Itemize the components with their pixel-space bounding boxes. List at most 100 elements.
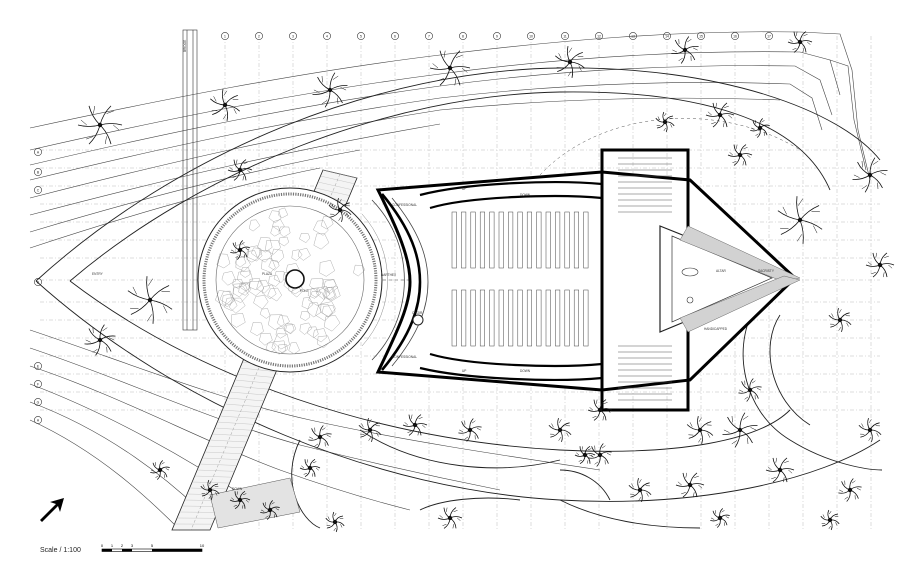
pew (545, 289, 551, 347)
tree-icon (308, 425, 332, 449)
label-entry: ENTRY (92, 272, 104, 276)
scale-tick-label: 2 (121, 543, 124, 548)
svg-text:F: F (37, 382, 39, 386)
grid-marker-top: 6 (391, 32, 399, 40)
tree-icon (777, 196, 823, 244)
pew (583, 289, 589, 347)
label-bridge: BRIDGE (183, 40, 187, 52)
pew (573, 211, 579, 269)
svg-text:B: B (37, 170, 40, 174)
pew (461, 289, 467, 347)
tree-icon (628, 477, 652, 503)
tree-icon (437, 507, 463, 529)
grid-marker-top: 2 (255, 32, 263, 40)
pew (526, 289, 532, 347)
pew (583, 211, 589, 269)
tree-icon (548, 417, 572, 443)
scale-tick-label: 3 (131, 543, 134, 548)
tree-icon (210, 89, 240, 121)
svg-text:H: H (37, 418, 40, 422)
grid-marker-top: 15 (697, 32, 705, 40)
pew (555, 211, 561, 269)
tree-icon (750, 118, 770, 138)
svg-text:E: E (37, 364, 40, 368)
tree-icon (820, 509, 840, 531)
scale-tick-label: 0 (101, 543, 104, 548)
label-altar: ALTAR (716, 269, 726, 273)
tree-icon (655, 111, 675, 133)
trees (77, 31, 895, 533)
label-confessional-top: CONFESSIONAL (392, 203, 417, 207)
pew (526, 211, 532, 269)
choir-column (412, 314, 424, 326)
svg-text:9: 9 (496, 34, 498, 38)
scale-tick-label: 10 (200, 543, 205, 548)
tree-icon (328, 197, 352, 223)
tree-icon (299, 458, 321, 478)
tree-icon (828, 307, 852, 333)
tree-icon (227, 159, 253, 181)
grid-marker-top: 3 (289, 32, 297, 40)
tree-icon (671, 36, 699, 64)
svg-text:16: 16 (733, 34, 737, 38)
label-narthex: NARTHEX (381, 273, 397, 277)
tree-icon (200, 479, 220, 501)
walkway-south-pad (209, 477, 301, 529)
tree-icon (77, 105, 123, 145)
tree-icon (260, 500, 280, 520)
svg-text:15: 15 (699, 34, 703, 38)
tree-icon (150, 460, 170, 480)
tree-icon (858, 417, 882, 443)
tree-icon (765, 457, 795, 483)
svg-text:1: 1 (224, 34, 226, 38)
pew (479, 289, 485, 347)
grid-marker-top: 14 (663, 32, 671, 40)
pew (536, 211, 542, 269)
tree-icon (587, 399, 613, 421)
grid-marker-left: F (34, 380, 42, 388)
label-choir: CHOIR (412, 311, 423, 315)
pew (489, 289, 495, 347)
svg-text:6: 6 (394, 34, 396, 38)
tree-icon (458, 418, 482, 442)
pew (470, 211, 476, 269)
topographic-contours (29, 31, 871, 531)
tree-icon (675, 472, 705, 498)
room-labels: PLAZA FONT NARTHEX ALTAR SACRISTY HANDIC… (92, 40, 775, 491)
pew (489, 211, 495, 269)
north-arrow-icon (40, 498, 64, 522)
grid-marker-top: 17 (765, 32, 773, 40)
tree-icon (555, 46, 585, 78)
tree-icon (358, 417, 382, 443)
svg-text:10: 10 (529, 34, 533, 38)
pew (564, 289, 570, 347)
svg-text:17: 17 (767, 34, 771, 38)
tree-icon (84, 324, 116, 356)
tree-icon (727, 144, 753, 166)
tree-icon (838, 478, 862, 502)
label-down-top: DOWN (520, 193, 531, 197)
grid-marker-left: B (34, 168, 42, 176)
pew (536, 289, 542, 347)
tree-icon (710, 508, 730, 528)
svg-text:8: 8 (462, 34, 464, 38)
site-outline (35, 67, 883, 529)
svg-text:G: G (37, 400, 40, 404)
grid-marker-top: 16 (731, 32, 739, 40)
pew (451, 211, 457, 269)
svg-text:4: 4 (326, 34, 328, 38)
svg-text:C: C (37, 188, 40, 192)
grid-marker-top: 1 (221, 32, 229, 40)
tree-icon (852, 157, 888, 193)
tree-icon (574, 445, 596, 465)
tree-icon (588, 443, 612, 467)
tree-icon (229, 490, 251, 510)
tree-icon (325, 511, 345, 533)
label-font: FONT (300, 289, 309, 293)
label-up-bottom: UP (462, 369, 466, 373)
pew (498, 211, 504, 269)
svg-text:11: 11 (563, 34, 567, 38)
scale-tick-label: 1 (111, 543, 114, 548)
grid-marker-top: 7 (425, 32, 433, 40)
